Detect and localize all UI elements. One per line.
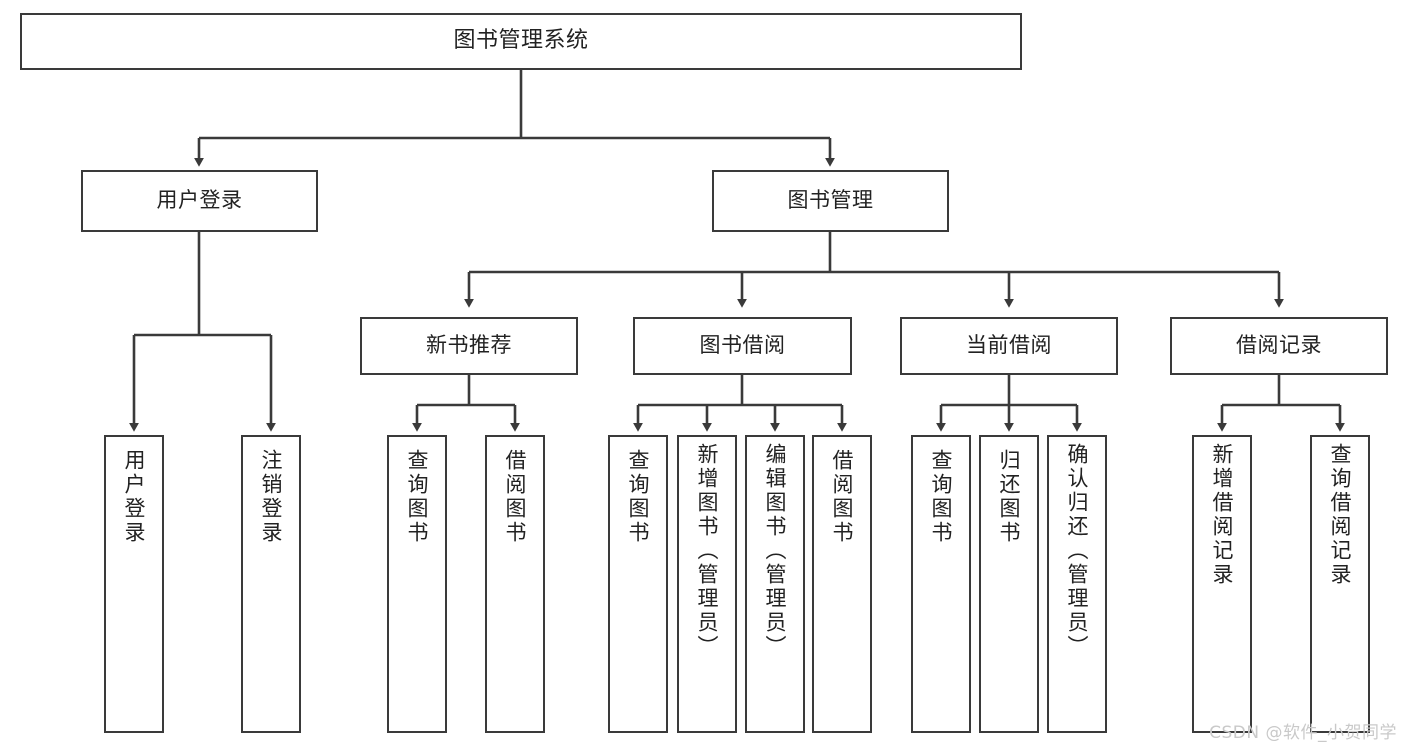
leaf-return-book[interactable]: 归还图书 [979, 435, 1039, 733]
leaf-confirm-return-admin[interactable]: 确认归还（管理员） [1047, 435, 1107, 733]
node-label: 借阅记录 [1236, 333, 1322, 358]
node-label: 当前借阅 [966, 333, 1052, 358]
node-book-borrow[interactable]: 图书借阅 [633, 317, 852, 375]
node-label: 查询图书 [405, 449, 430, 545]
node-label: 图书借阅 [699, 333, 786, 358]
leaf-borrow-book-recommend[interactable]: 借阅图书 [485, 435, 545, 733]
node-label: 用户登录 [156, 188, 243, 213]
node-label: 编辑图书（管理员） [763, 443, 788, 659]
csdn-watermark: CSDN @软件_小贺同学 [1209, 723, 1397, 743]
node-label: 查询借阅记录 [1328, 443, 1353, 587]
leaf-query-book-borrow[interactable]: 查询图书 [608, 435, 668, 733]
node-label: 新增借阅记录 [1210, 443, 1235, 587]
node-user-login[interactable]: 用户登录 [81, 170, 318, 232]
node-label: 确认归还（管理员） [1065, 443, 1090, 659]
node-borrow-record[interactable]: 借阅记录 [1170, 317, 1388, 375]
leaf-add-book-admin[interactable]: 新增图书（管理员） [677, 435, 737, 733]
node-label: 图书管理系统 [453, 28, 589, 54]
leaf-query-borrow-record[interactable]: 查询借阅记录 [1310, 435, 1370, 733]
leaf-user-login[interactable]: 用户登录 [104, 435, 164, 733]
node-label: 查询图书 [929, 449, 954, 545]
node-label: 图书管理 [787, 188, 874, 213]
node-label: 借阅图书 [503, 449, 528, 545]
leaf-query-book-recommend[interactable]: 查询图书 [387, 435, 447, 733]
leaf-edit-book-admin[interactable]: 编辑图书（管理员） [745, 435, 805, 733]
leaf-add-borrow-record[interactable]: 新增借阅记录 [1192, 435, 1252, 733]
node-label: 归还图书 [997, 449, 1022, 545]
node-label: 查询图书 [626, 449, 651, 545]
node-label: 注销登录 [259, 449, 284, 545]
node-label: 用户登录 [122, 449, 147, 545]
node-root-system[interactable]: 图书管理系统 [20, 13, 1022, 70]
node-label: 借阅图书 [830, 449, 855, 545]
leaf-query-book-current[interactable]: 查询图书 [911, 435, 971, 733]
node-label: 新书推荐 [426, 333, 512, 358]
node-new-book-recommend[interactable]: 新书推荐 [360, 317, 578, 375]
node-label: 新增图书（管理员） [695, 443, 720, 659]
leaf-borrow-book[interactable]: 借阅图书 [812, 435, 872, 733]
leaf-user-logout[interactable]: 注销登录 [241, 435, 301, 733]
node-current-borrow[interactable]: 当前借阅 [900, 317, 1118, 375]
node-book-management[interactable]: 图书管理 [712, 170, 949, 232]
